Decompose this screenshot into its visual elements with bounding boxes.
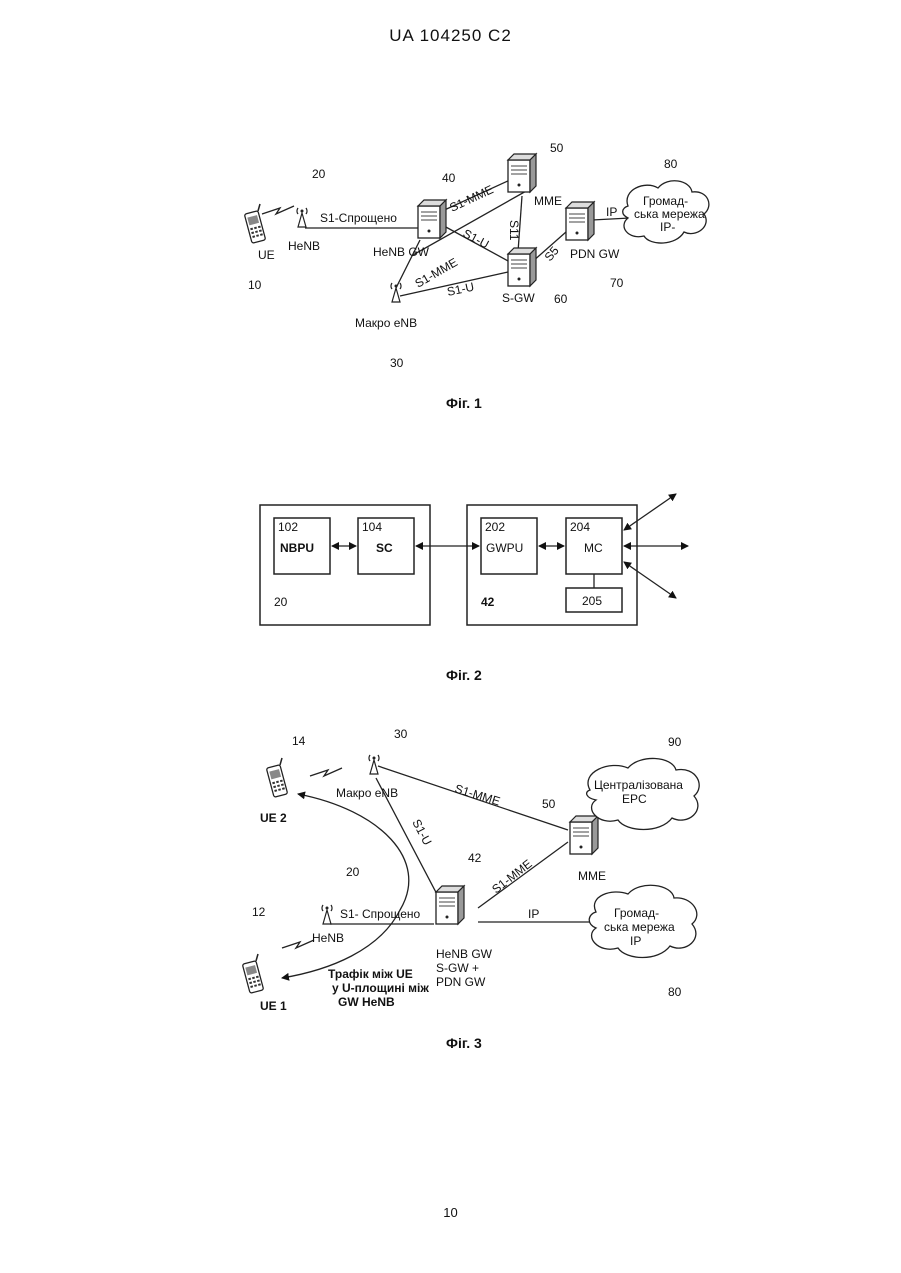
fig3-traffic-line2: у U-площині між bbox=[332, 981, 429, 995]
fig3-caption: Фіг. 3 bbox=[446, 1035, 482, 1051]
fig1-mme-server-icon bbox=[508, 154, 536, 192]
fig3-epc-line2: EPC bbox=[622, 792, 647, 806]
fig2-outer-right-num: 42 bbox=[481, 595, 495, 609]
fig1-ue-phone-icon bbox=[244, 204, 265, 243]
fig1-radio-bolt-icon bbox=[262, 206, 294, 214]
fig3-henb-label: HeNB bbox=[312, 931, 344, 945]
fig1-cloud-num: 80 bbox=[664, 157, 678, 171]
fig1-s1-simplified-label: S1-Спрощено bbox=[320, 211, 397, 225]
fig1-ue-num: 10 bbox=[248, 278, 262, 292]
fig2-205-num: 205 bbox=[582, 594, 602, 608]
fig3-cloud-num: 80 bbox=[668, 985, 682, 999]
fig1-henbgw-server-icon bbox=[418, 200, 446, 238]
fig1-cloud-line2: ська мережа bbox=[634, 207, 705, 221]
fig1-mme-num: 50 bbox=[550, 141, 564, 155]
fig3-mme-num: 50 bbox=[542, 797, 556, 811]
fig1-pdngw-label: PDN GW bbox=[570, 247, 620, 261]
fig3-s1-mme-top-label: S1-MME bbox=[453, 781, 502, 808]
fig1-s1-u-mid-label: S1-U bbox=[461, 226, 492, 251]
fig3-epc-num: 90 bbox=[668, 735, 682, 749]
fig3-gw-line1: HeNB GW bbox=[436, 947, 493, 961]
fig3-ue2-num: 14 bbox=[292, 734, 306, 748]
fig1-macro-num: 30 bbox=[390, 356, 404, 370]
fig1-sgw-num: 60 bbox=[554, 292, 568, 306]
fig3-ue2-label: UE 2 bbox=[260, 811, 287, 825]
fig3-henb-num: 20 bbox=[346, 865, 360, 879]
fig3-gw-server-icon bbox=[436, 886, 464, 924]
fig1-macro-antenna-icon bbox=[391, 283, 401, 302]
fig1-pdngw-server-icon bbox=[566, 202, 594, 240]
fig3-traffic-curve-arrow bbox=[282, 794, 409, 978]
fig3-macro-num: 30 bbox=[394, 727, 408, 741]
fig1-s1-mme-top-label: S1-MME bbox=[447, 182, 495, 214]
fig3-macro-antenna-icon bbox=[369, 755, 379, 774]
fig1-henbgw-num: 40 bbox=[442, 171, 456, 185]
fig2-204-num: 204 bbox=[570, 520, 590, 534]
figure-2: 102 NBPU 104 SC 20 202 GWPU 204 MC 42 20… bbox=[260, 494, 688, 683]
fig1-henb-num: 20 bbox=[312, 167, 326, 181]
fig3-ue1-bolt-icon bbox=[282, 940, 314, 948]
fig3-macro-label: Макро eNB bbox=[336, 786, 398, 800]
fig3-traffic-line1: Трафік між UE bbox=[328, 967, 413, 981]
fig3-gw-num: 42 bbox=[468, 851, 482, 865]
figure-1: 20 HeNB UE 10 S1-Спрощено 40 HeNB GW S1-… bbox=[244, 141, 709, 411]
fig3-cloud-line2: ська мережа bbox=[604, 920, 675, 934]
fig3-gw-line2: S-GW + bbox=[436, 961, 479, 975]
fig3-s1-simplified-label: S1- Спрощено bbox=[340, 907, 421, 921]
fig1-cloud-line3: IP- bbox=[660, 220, 675, 234]
fig1-ip-label: IP bbox=[606, 205, 617, 219]
fig1-ue-label: UE bbox=[258, 248, 275, 262]
fig3-ip-label: IP bbox=[528, 907, 539, 921]
fig3-henb-antenna-icon bbox=[322, 905, 332, 924]
fig3-traffic-line3: GW HeNB bbox=[338, 995, 395, 1009]
fig2-202-num: 202 bbox=[485, 520, 505, 534]
fig3-s1-mme-low-label: S1-MME bbox=[489, 857, 534, 897]
fig1-s5-label: S5 bbox=[542, 243, 562, 263]
fig3-cloud-line1: Громад- bbox=[614, 906, 659, 920]
fig2-102-label: NBPU bbox=[280, 541, 314, 555]
fig1-macro-label: Макро eNB bbox=[355, 316, 417, 330]
fig2-102-num: 102 bbox=[278, 520, 298, 534]
fig3-ue1-phone-icon bbox=[242, 954, 263, 993]
fig1-henb-antenna-icon bbox=[297, 208, 307, 227]
fig1-sgw-server-icon bbox=[508, 248, 536, 286]
fig2-202-label: GWPU bbox=[486, 541, 523, 555]
fig3-s1-u-label: S1-U bbox=[409, 817, 434, 848]
fig1-caption: Фіг. 1 bbox=[446, 395, 482, 411]
fig1-henbgw-label: HeNB GW bbox=[373, 245, 430, 259]
fig3-gw-line3: PDN GW bbox=[436, 975, 486, 989]
fig1-pdngw-num: 70 bbox=[610, 276, 624, 290]
fig3-cloud-line3: IP bbox=[630, 934, 641, 948]
fig3-mme-server-icon bbox=[570, 816, 598, 854]
fig1-cloud-line1: Громад- bbox=[643, 194, 688, 208]
fig1-sgw-label: S-GW bbox=[502, 291, 535, 305]
fig3-ue1-num: 12 bbox=[252, 905, 266, 919]
fig1-s1-u-low-label: S1-U bbox=[446, 280, 476, 299]
fig3-ue2-bolt-icon bbox=[310, 768, 342, 776]
fig2-104-num: 104 bbox=[362, 520, 382, 534]
fig1-s11-label: S11 bbox=[507, 220, 521, 241]
fig1-henb-label: HeNB bbox=[288, 239, 320, 253]
fig3-ue2-phone-icon bbox=[266, 758, 287, 797]
fig1-mme-label: MME bbox=[534, 194, 562, 208]
fig3-epc-line1: Централізована bbox=[594, 778, 683, 792]
fig2-104-label: SC bbox=[376, 541, 393, 555]
figure-3: 14 UE 2 30 Макро eNB S1-MME Централізова… bbox=[242, 727, 699, 1051]
fig3-ue1-label: UE 1 bbox=[260, 999, 287, 1013]
fig2-outer-left-num: 20 bbox=[274, 595, 288, 609]
fig2-caption: Фіг. 2 bbox=[446, 667, 482, 683]
fig3-mme-label: MME bbox=[578, 869, 606, 883]
fig2-204-label: MC bbox=[584, 541, 603, 555]
